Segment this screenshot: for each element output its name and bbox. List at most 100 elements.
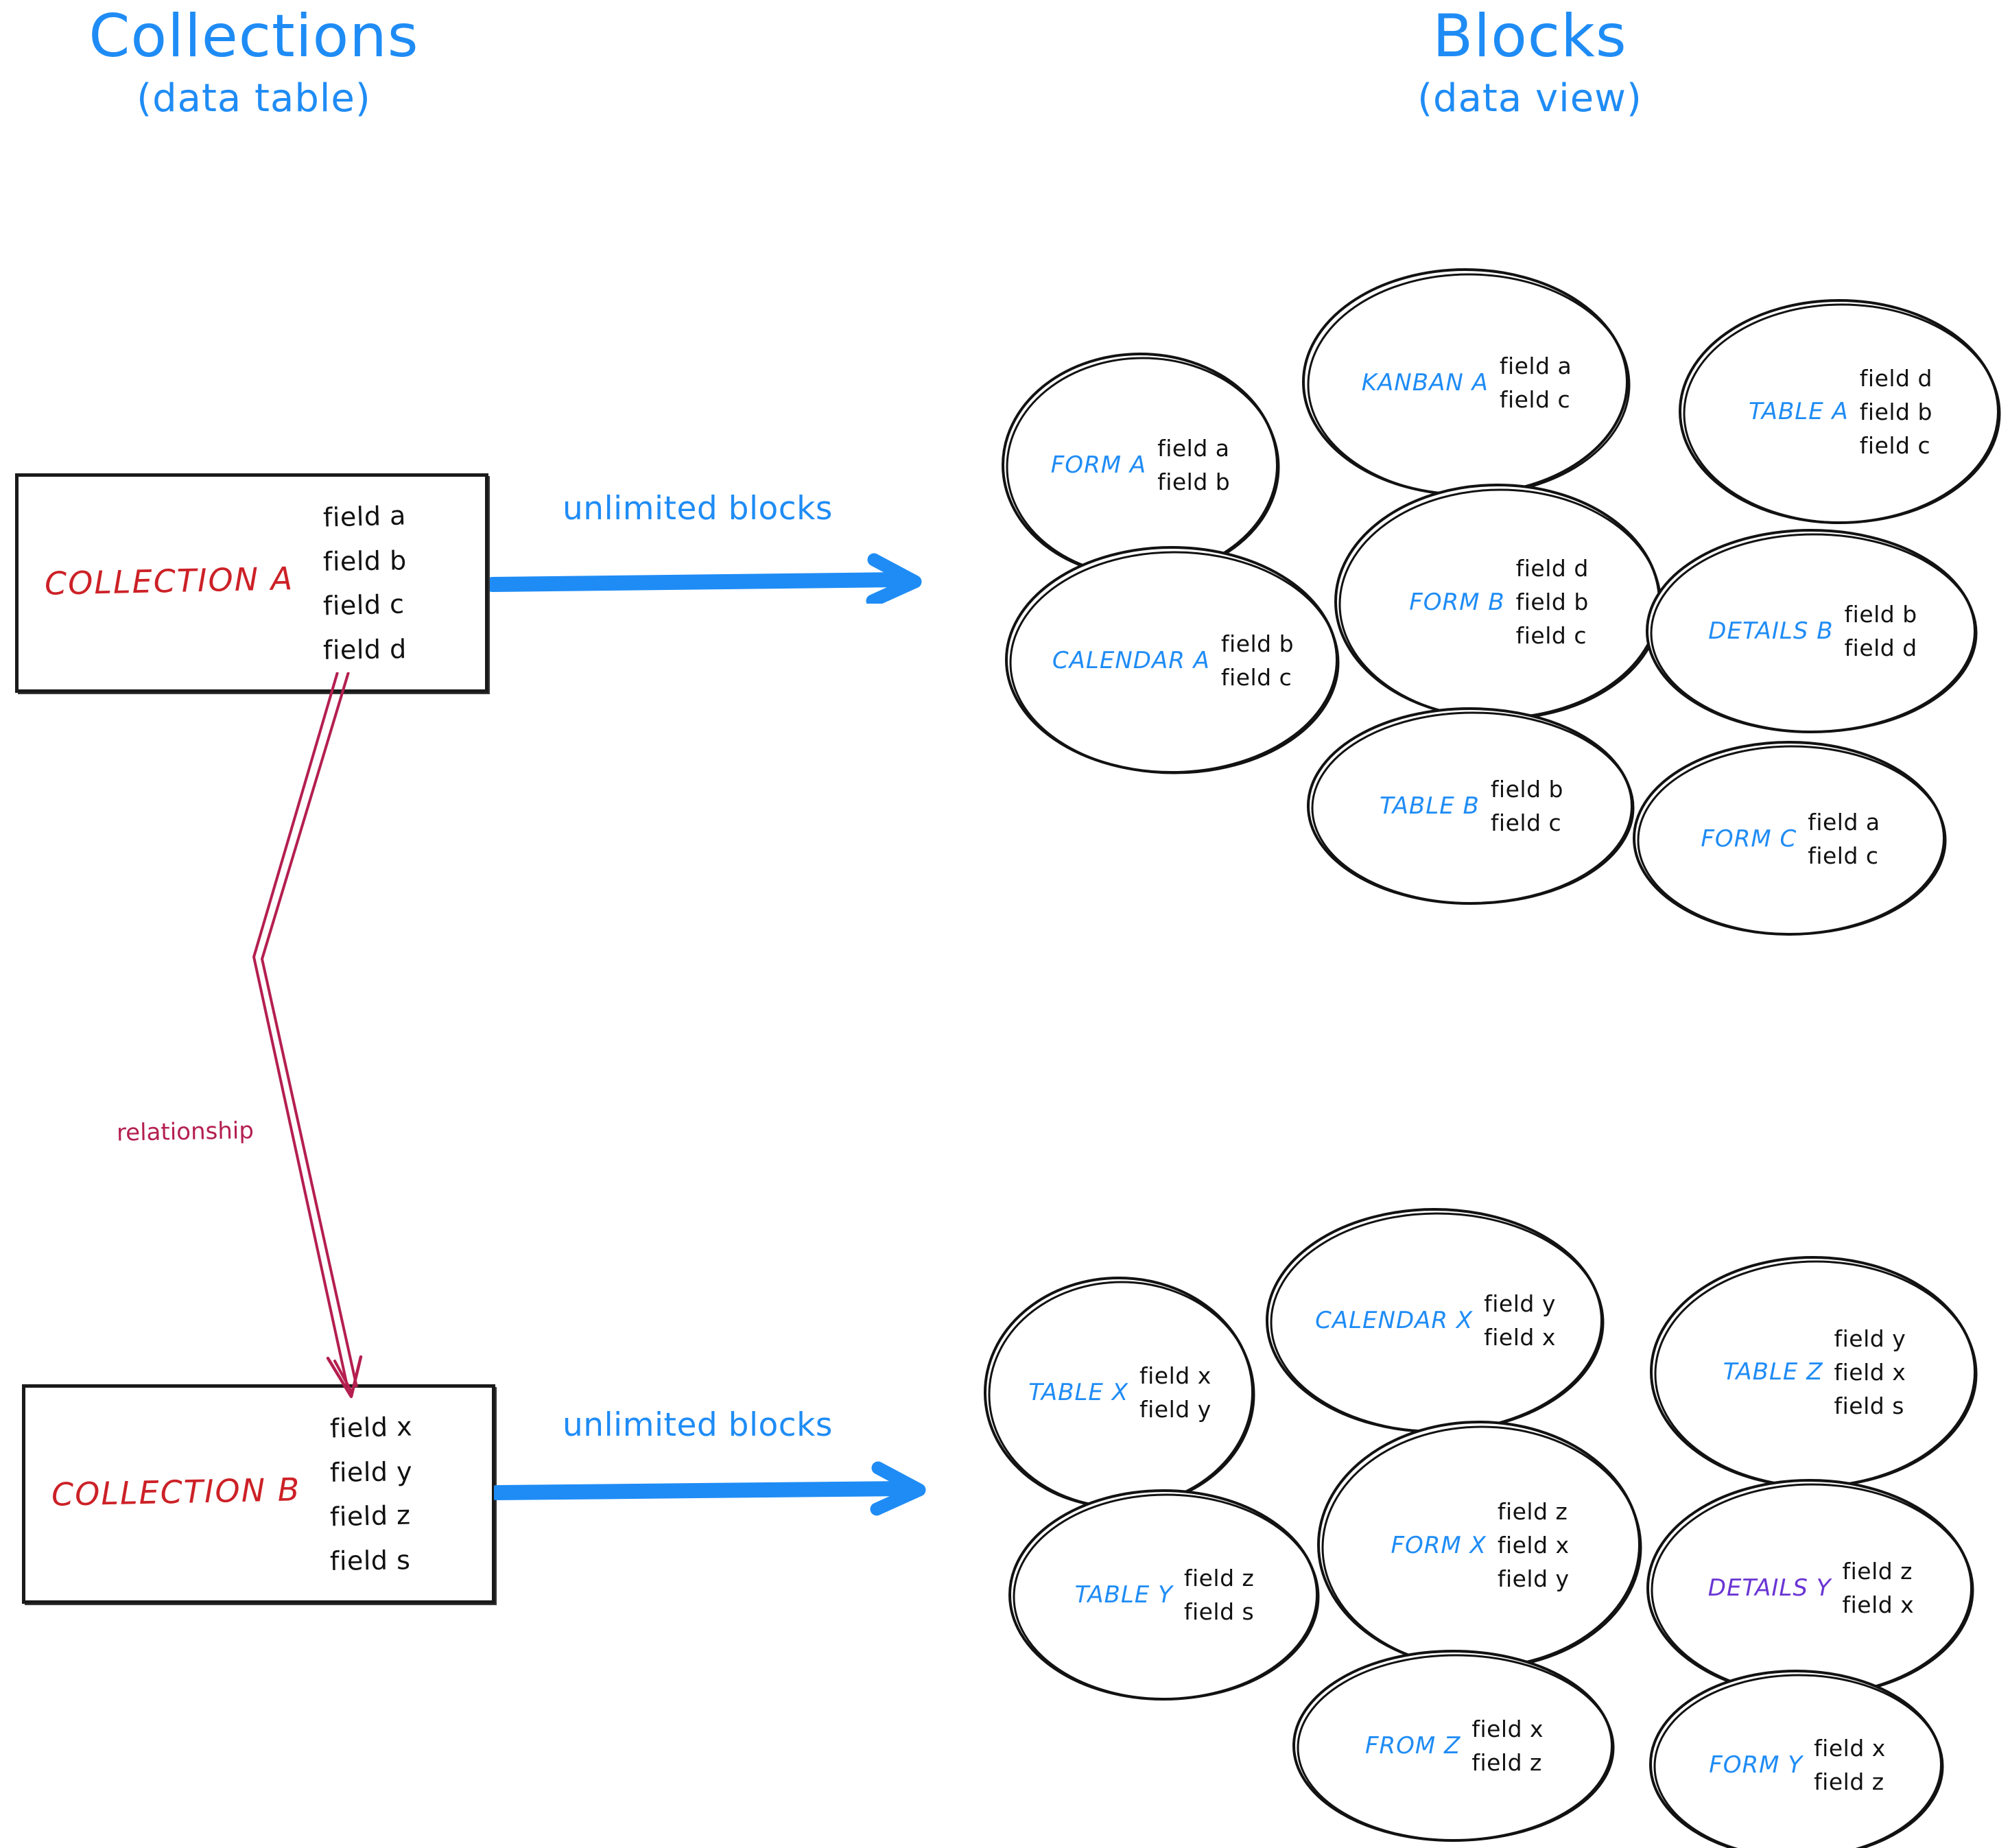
unlimited-blocks-label-bottom: unlimited blocks bbox=[563, 1406, 833, 1444]
block-calendar-a[interactable]: CALENDAR A field b field c bbox=[1002, 542, 1345, 779]
relationship-label: relationship bbox=[116, 1117, 255, 1147]
unlimited-blocks-arrow-bottom bbox=[489, 1454, 947, 1516]
block-label: CALENDAR X bbox=[1315, 1307, 1474, 1334]
block-field-list: field a field b bbox=[1157, 435, 1230, 495]
collection-b-field-0: field x bbox=[329, 1411, 413, 1444]
collection-a-box[interactable]: COLLECTION A field a field b field c fie… bbox=[15, 473, 488, 693]
block-table-x[interactable]: TABLE X field x field y bbox=[981, 1272, 1259, 1513]
block-field: field x bbox=[1834, 1358, 1906, 1386]
ellipse-outline bbox=[1008, 1489, 1320, 1701]
collection-b-field-2: field z bbox=[329, 1500, 412, 1532]
block-form-c[interactable]: FORM C field a field c bbox=[1629, 737, 1952, 940]
block-form-b[interactable]: FORM B field d field b field c bbox=[1331, 480, 1667, 724]
relationship-arrow-icon bbox=[252, 672, 363, 1399]
unlimited-blocks-label-top: unlimited blocks bbox=[563, 490, 833, 528]
relationship-arrow bbox=[226, 672, 432, 1406]
block-field-list: field x field z bbox=[1471, 1716, 1544, 1776]
block-field-list: field d field b field c bbox=[1860, 365, 1932, 459]
block-label: KANBAN A bbox=[1361, 368, 1489, 396]
block-field: field a bbox=[1157, 435, 1230, 462]
block-table-y[interactable]: TABLE Y field z field s bbox=[1005, 1485, 1324, 1705]
block-label: DETAILS B bbox=[1708, 617, 1834, 645]
block-field: field c bbox=[1220, 663, 1292, 691]
block-label: CALENDAR A bbox=[1052, 646, 1210, 674]
heading-blocks-title: Blocks bbox=[1432, 2, 1627, 71]
block-field: field b bbox=[1859, 398, 1932, 425]
block-label: FORM A bbox=[1050, 451, 1147, 479]
block-form-a[interactable]: FORM A field a field b bbox=[998, 348, 1283, 582]
collection-a-fields: field a field b field c field d bbox=[322, 495, 467, 672]
block-field: field z bbox=[1183, 1565, 1255, 1591]
block-label: TABLE A bbox=[1749, 398, 1849, 425]
collection-b-field-1: field y bbox=[329, 1456, 413, 1488]
block-field: field s bbox=[1183, 1598, 1255, 1625]
block-field: field d bbox=[1515, 555, 1589, 582]
block-label: DETAILS Y bbox=[1707, 1574, 1832, 1602]
heading-collections-title: Collections bbox=[88, 2, 419, 71]
block-field-list: field a field c bbox=[1500, 353, 1572, 413]
block-from-z[interactable]: FROM Z field x field z bbox=[1290, 1646, 1619, 1845]
block-details-b[interactable]: DETAILS B field b field d bbox=[1643, 525, 1983, 737]
block-field-list: field y field x field s bbox=[1834, 1325, 1906, 1419]
arrow-right-icon bbox=[489, 1461, 926, 1516]
block-field: field y bbox=[1834, 1325, 1906, 1352]
block-field: field y bbox=[1497, 1565, 1570, 1592]
block-field: field c bbox=[1859, 431, 1931, 459]
ellipse-outline bbox=[1633, 741, 1947, 936]
collection-a-field-2: field c bbox=[322, 589, 405, 621]
block-table-a[interactable]: TABLE A field d field b field c bbox=[1676, 295, 2005, 528]
block-field: field s bbox=[1834, 1392, 1904, 1419]
block-field: field y bbox=[1139, 1396, 1211, 1423]
collection-a-field-3: field d bbox=[322, 633, 407, 665]
collection-b-name: COLLECTION B bbox=[51, 1471, 301, 1513]
block-calendar-x[interactable]: CALENDAR X field y field x bbox=[1262, 1204, 1609, 1437]
block-field-list: field b field d bbox=[1845, 601, 1917, 661]
block-field-list: field b field c bbox=[1491, 776, 1563, 836]
block-field: field b bbox=[1490, 776, 1563, 803]
block-field: field b bbox=[1220, 630, 1294, 657]
block-label: FORM B bbox=[1409, 588, 1505, 616]
ellipse-outline bbox=[1292, 1650, 1615, 1842]
block-field: field z bbox=[1497, 1498, 1568, 1525]
heading-blocks-subtitle: (data view) bbox=[1417, 75, 1642, 121]
block-field: field x bbox=[1139, 1362, 1211, 1389]
block-kanban-a[interactable]: KANBAN A field a field c bbox=[1299, 264, 1635, 501]
block-field: field x bbox=[1497, 1532, 1570, 1559]
block-label: FORM X bbox=[1391, 1531, 1487, 1559]
collection-b-field-3: field s bbox=[329, 1544, 411, 1576]
block-label: FORM Y bbox=[1709, 1751, 1804, 1779]
block-field-list: field a field c bbox=[1808, 809, 1880, 869]
block-field: field c bbox=[1490, 809, 1562, 836]
block-form-x[interactable]: FORM X field z field x field y bbox=[1314, 1417, 1646, 1674]
collection-b-box[interactable]: COLLECTION B field x field y field z fie… bbox=[22, 1384, 495, 1604]
block-label: TABLE Y bbox=[1074, 1581, 1173, 1609]
block-table-z[interactable]: TABLE Z field y field x field s bbox=[1646, 1252, 1983, 1492]
block-field-list: field z field s bbox=[1184, 1565, 1255, 1625]
collection-a-field-0: field a bbox=[322, 500, 407, 533]
block-field-list: field b field c bbox=[1221, 630, 1294, 691]
block-field-list: field d field b field c bbox=[1516, 555, 1589, 649]
block-field: field y bbox=[1484, 1290, 1556, 1317]
block-form-y[interactable]: FORM Y field x field z bbox=[1646, 1667, 1948, 1848]
block-field-list: field x field z bbox=[1814, 1735, 1886, 1795]
ellipse-outline bbox=[1679, 299, 2001, 524]
block-field: field z bbox=[1842, 1558, 1913, 1585]
collection-b-fields: field x field y field z field s bbox=[329, 1406, 474, 1583]
arrow-right-icon bbox=[485, 553, 922, 608]
block-field-list: field z field x field y bbox=[1498, 1498, 1570, 1592]
block-field: field b bbox=[1515, 589, 1589, 615]
block-field: field d bbox=[1859, 364, 1932, 392]
block-field: field a bbox=[1808, 808, 1880, 836]
block-table-b[interactable]: TABLE B field b field c bbox=[1303, 703, 1640, 909]
collection-a-field-1: field b bbox=[322, 545, 407, 577]
block-field: field x bbox=[1484, 1324, 1556, 1351]
ellipse-outline bbox=[1005, 546, 1340, 774]
block-label: TABLE B bbox=[1380, 792, 1480, 820]
heading-collections-subtitle: (data table) bbox=[137, 75, 371, 121]
block-label: TABLE Z bbox=[1723, 1358, 1823, 1386]
block-field: field x bbox=[1471, 1716, 1544, 1742]
block-field-list: field x field y bbox=[1139, 1362, 1211, 1423]
block-field: field c bbox=[1499, 386, 1571, 413]
unlimited-blocks-arrow-top bbox=[485, 542, 943, 608]
